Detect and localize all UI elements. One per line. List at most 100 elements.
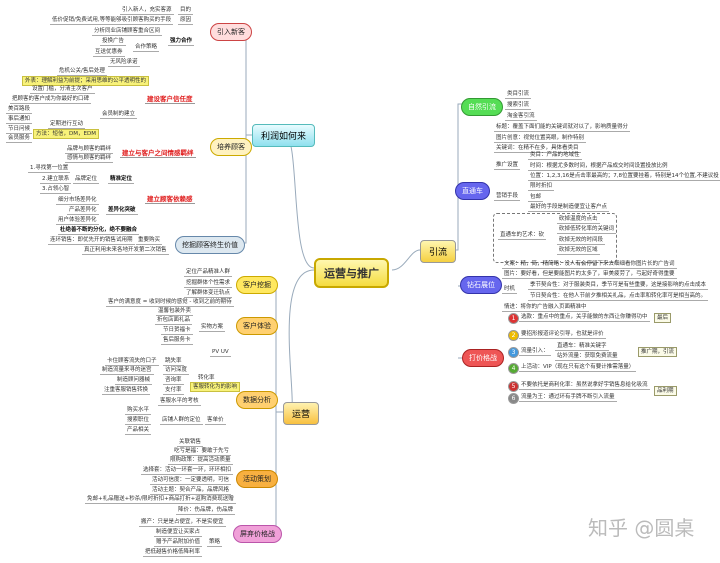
subtopic-traffic-2[interactable]: 钻石展位 <box>460 276 502 294</box>
ops-node-0[interactable]: 定位产品精准人群 <box>184 269 233 277</box>
profit-node-26[interactable]: 2.建立联系 <box>40 176 72 184</box>
profit-node-18[interactable]: 会员服务 <box>6 135 33 143</box>
ops-node-2[interactable]: 了解群体变迁轨点 <box>184 290 233 298</box>
traffic-node-3[interactable]: 标题：覆盖下面们能的关键词就对以了，影响质量得分 <box>494 124 631 132</box>
traffic-node-27[interactable]: 要招形报道评论引导，也就是评价 <box>519 331 606 339</box>
profit-node-31[interactable]: 细分市场差异化 <box>56 197 99 205</box>
ops-node-33[interactable]: 降价：伤品牌，伤品牌 <box>176 507 236 515</box>
profit-node-8[interactable]: 互送优惠券 <box>93 49 125 57</box>
profit-node-27[interactable]: 3.占领心智 <box>40 186 72 194</box>
profit-node-38[interactable]: 真正利用未来各地开发第二次销售 <box>82 247 169 255</box>
ops-node-5[interactable]: 折包店面礼品 <box>155 317 193 325</box>
traffic-node-32[interactable]: 不要依托是商利化率：虽然说拿好宇销售息给化吸流 <box>519 382 650 390</box>
subtopic-traffic-1[interactable]: 直通车 <box>455 182 490 200</box>
profit-node-35[interactable]: 杜绝善不断的分化，绝不要融合 <box>58 227 140 235</box>
ops-node-32[interactable]: 免邮+礼品赠送+秒杀/限时折扣+商品打折+返购消费现送赠 <box>85 496 236 504</box>
main-topic-profit[interactable]: 利润如何来 <box>252 124 316 147</box>
traffic-node-0[interactable]: 类目引流 <box>505 91 532 99</box>
ops-node-15[interactable]: 咨询率 <box>163 377 184 385</box>
profit-node-21[interactable]: 方法：短信，DM，EDM <box>33 129 99 139</box>
ops-node-16[interactable]: 注重客服销售转换 <box>102 387 151 395</box>
main-topic-traffic[interactable]: 引流 <box>420 240 457 263</box>
main-topic-operations[interactable]: 运营 <box>283 402 320 425</box>
subtopic-profit-2[interactable]: 挖掘顾客终生价值 <box>175 236 245 254</box>
profit-node-19[interactable]: 会员制的建立 <box>100 111 138 119</box>
traffic-node-28[interactable]: 流量引入： <box>519 348 551 356</box>
profit-node-12[interactable]: 设置门槛，分清主次客户 <box>30 86 95 94</box>
traffic-node-23[interactable]: 节日契合性：在他人节前夕推相关礼品，点击率和转化率可是相当高的。 <box>528 293 709 301</box>
profit-node-4[interactable]: 分析同业店铺顾客重合区间 <box>92 28 163 36</box>
profit-node-17[interactable]: 节日问候 <box>6 126 33 134</box>
traffic-node-21[interactable]: 时机 <box>502 286 518 294</box>
ops-node-3[interactable]: 客户的满意度 = 收到时候的感觉 - 收到之前的期待 <box>106 299 234 307</box>
ops-node-20[interactable]: 客服水平的考核 <box>158 398 201 406</box>
profit-node-9[interactable]: 无风险承诺 <box>108 59 140 67</box>
traffic-node-19[interactable]: 文案：精，简，精简略：没人有会停留下来去细细看你图片长的广告词 <box>502 261 677 269</box>
traffic-node-35[interactable]: 品利期 <box>654 386 677 396</box>
subtopic-profit-0[interactable]: 引入新客 <box>210 23 252 41</box>
traffic-node-17[interactable]: 砍掉无效的时间段 <box>557 237 606 245</box>
subtopic-ops-0[interactable]: 客户挖掘 <box>236 276 278 294</box>
ops-node-34[interactable]: 搬产：只是是占便宜，不是实便宜 <box>139 519 226 527</box>
profit-node-2[interactable]: 低价促销/免费试用,等等能够吸引顾客购买的手段 <box>50 17 174 25</box>
profit-node-34[interactable]: 差异化突破 <box>106 207 138 215</box>
ops-node-22[interactable]: 搜索职位 <box>125 417 152 425</box>
ops-node-19[interactable]: 客服转化为的影响 <box>190 382 241 392</box>
ops-node-14[interactable]: 制造顾问器械 <box>115 377 153 385</box>
profit-node-25[interactable]: 1.寻找第一位置 <box>28 165 71 173</box>
subtopic-profit-1[interactable]: 培养顾客 <box>210 138 252 156</box>
profit-node-20[interactable]: 定期进行互动 <box>48 121 86 129</box>
traffic-node-15[interactable]: 砍掉温度的点击 <box>557 216 600 224</box>
profit-node-6[interactable]: 投换广告 <box>100 38 127 46</box>
profit-node-10[interactable]: 危机公关/售后处理 <box>57 68 107 76</box>
profit-node-32[interactable]: 产品差异化 <box>67 207 99 215</box>
ops-node-37[interactable]: 策略 <box>207 539 223 547</box>
ops-node-10[interactable]: 卡住顾客流失的口子 <box>105 358 159 366</box>
ops-node-8[interactable]: 实物方案 <box>199 324 226 332</box>
ops-node-28[interactable]: 限购政策：提高活动质量 <box>168 457 233 465</box>
traffic-node-14[interactable]: 直通车的艺术：砍 <box>498 232 547 240</box>
ops-node-11[interactable]: 跳失率 <box>163 358 184 366</box>
ops-node-31[interactable]: 活动主题：契合产品，品牌风格 <box>150 487 232 495</box>
traffic-node-33[interactable]: 流量为王：通过环有手牌不断引入流量 <box>519 394 617 402</box>
ops-node-35[interactable]: 制造便宜让买家占 <box>154 529 203 537</box>
traffic-node-18[interactable]: 砍掉无效的区域 <box>557 247 600 255</box>
ops-node-25[interactable]: 客单价 <box>205 417 226 425</box>
traffic-node-2[interactable]: 淘金客引流 <box>505 113 537 121</box>
profit-node-37[interactable]: 重要购买 <box>136 237 163 245</box>
ops-node-6[interactable]: 节日贺福卡 <box>161 327 193 335</box>
central-topic[interactable]: 运营与推广 <box>314 258 389 288</box>
traffic-node-9[interactable]: 位置：1,2,3,16是点击率最高的；7,8位置要挂着，特别是14个位置,不建议… <box>528 173 720 181</box>
traffic-node-4[interactable]: 图片创意：视觉位置亮眼，制作特别 <box>494 135 587 143</box>
profit-node-3[interactable]: 原因 <box>178 17 194 25</box>
traffic-node-5[interactable]: 关键词：在精不在多，具体看类目 <box>494 145 581 153</box>
traffic-node-12[interactable]: 包邮 <box>528 194 544 202</box>
traffic-node-11[interactable]: 限时折扣 <box>528 183 555 191</box>
ops-node-7[interactable]: 售后服务卡 <box>161 337 193 345</box>
profit-node-30[interactable]: 建立顾客依赖感 <box>145 195 195 204</box>
ops-node-38[interactable]: 把低越售价格低降利率 <box>143 549 203 557</box>
profit-node-16[interactable]: 事后通知 <box>6 116 33 124</box>
traffic-node-26[interactable]: 最后 <box>654 313 672 323</box>
profit-node-24[interactable]: 建立与客户之间情感羁绊 <box>120 149 196 158</box>
traffic-node-7[interactable]: 类目：产品的地域性 <box>528 152 582 160</box>
ops-node-12[interactable]: 制造流量来寻的迷宫 <box>100 367 154 375</box>
ops-node-36[interactable]: 赠予产品附加价值 <box>154 539 203 547</box>
ops-node-30[interactable]: 活动可信度：一定要透明，可信 <box>150 477 232 485</box>
traffic-node-16[interactable]: 砍掉低转化率的关键词 <box>557 226 617 234</box>
traffic-node-29[interactable]: 直通车：精准关键字 <box>555 343 609 351</box>
ops-node-4[interactable]: 温馨包装外卖 <box>156 308 194 316</box>
profit-node-14[interactable]: 建设客户信任度 <box>145 95 195 104</box>
traffic-node-20[interactable]: 图片：要好看，但是要能图片的太多了，审美疲劳了，弓起好奇得重要 <box>502 271 677 279</box>
profit-node-0[interactable]: 引入新人，充实客源 <box>120 7 174 15</box>
profit-node-5[interactable]: 强力合作 <box>168 38 195 46</box>
ops-node-26[interactable]: 关联销售 <box>177 439 204 447</box>
ops-node-21[interactable]: 购买水平 <box>125 407 152 415</box>
profit-node-15[interactable]: 美百路段 <box>6 106 33 114</box>
subtopic-ops-4[interactable]: 屏弃价格战 <box>233 525 282 543</box>
traffic-node-31[interactable]: 上活动：VIP（现在只有这个有要计推需落量） <box>519 364 637 372</box>
subtopic-ops-3[interactable]: 活动策划 <box>236 470 278 488</box>
ops-node-27[interactable]: 吃亏是福：要敢于先亏 <box>172 448 232 456</box>
profit-node-13[interactable]: 把顾客的客户成为你最好的口碑 <box>10 96 92 104</box>
subtopic-traffic-3[interactable]: 打价格战 <box>462 349 504 367</box>
